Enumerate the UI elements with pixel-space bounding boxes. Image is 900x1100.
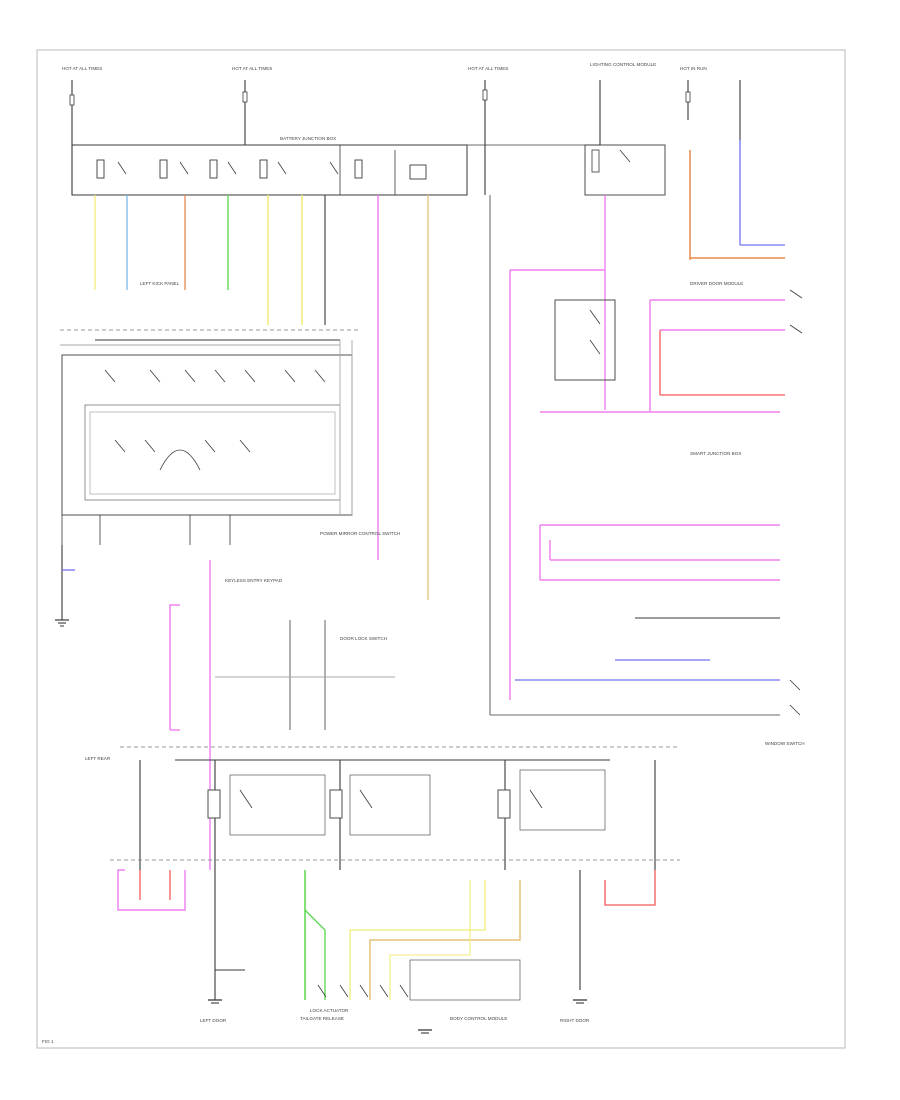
right-module-wiring <box>489 140 803 716</box>
lower-relay-section <box>139 759 656 970</box>
door-lock-switch <box>169 560 395 870</box>
relay-output-wires <box>94 195 429 600</box>
lock-actuator-label: LOCK ACTUATOR <box>310 1008 349 1013</box>
relay-coil-icon <box>96 159 427 180</box>
ground-symbol-icon <box>418 1029 432 1034</box>
mirror-switch-label: POWER MIRROR CONTROL SWITCH <box>320 531 400 536</box>
hot-label-3: HOT AT ALL TIMES <box>468 66 508 71</box>
left-door-wiring <box>117 869 245 971</box>
right-door-wiring <box>579 870 656 990</box>
smart-junction-label: SMART JUNCTION BOX <box>690 451 741 456</box>
fuse-icon <box>685 91 691 103</box>
window-switch-label: WINDOW SWITCH <box>765 741 805 746</box>
ground-symbol-icon <box>55 545 69 627</box>
right-door-gnd-label: RIGHT DOOR <box>560 1018 590 1023</box>
hot-label-4: HOT IN RUN <box>680 66 707 71</box>
page-ref: FIG 1 <box>42 1039 54 1044</box>
tailgate-wiring <box>304 870 521 1001</box>
mirror-control-switch <box>60 339 353 545</box>
lcm-label: LIGHTING CONTROL MODULE <box>590 62 656 67</box>
top-supply-lines <box>69 80 741 195</box>
ground-symbol-icon <box>208 970 222 1004</box>
left-rear-label: LEFT REAR <box>85 756 111 761</box>
relay-box <box>71 144 600 196</box>
fuse-icon <box>242 91 248 103</box>
fuse-icon <box>482 89 488 101</box>
left-gnd-label: LEFT KICK PANEL <box>140 281 180 286</box>
hot-label-1: HOT AT ALL TIMES <box>62 66 102 71</box>
keypad-label: KEYLESS ENTRY KEYPAD <box>225 578 283 583</box>
relay-box-label: BATTERY JUNCTION BOX <box>280 136 336 141</box>
lighting-control-module <box>584 144 666 196</box>
ground-symbol-icon <box>573 999 587 1004</box>
left-door-gnd-label: LEFT DOOR <box>200 1018 227 1023</box>
fuse-icon <box>69 94 75 106</box>
lock-switch-label: DOOR LOCK SWITCH <box>340 636 387 641</box>
center-gnd-label: BODY CONTROL MODULE <box>450 1016 507 1021</box>
tailgate-label: TAILGATE RELEASE <box>300 1016 344 1021</box>
page-frame <box>36 49 846 1049</box>
hot-label-2: HOT AT ALL TIMES <box>232 66 272 71</box>
driver-module-label: DRIVER DOOR MODULE <box>690 281 743 286</box>
